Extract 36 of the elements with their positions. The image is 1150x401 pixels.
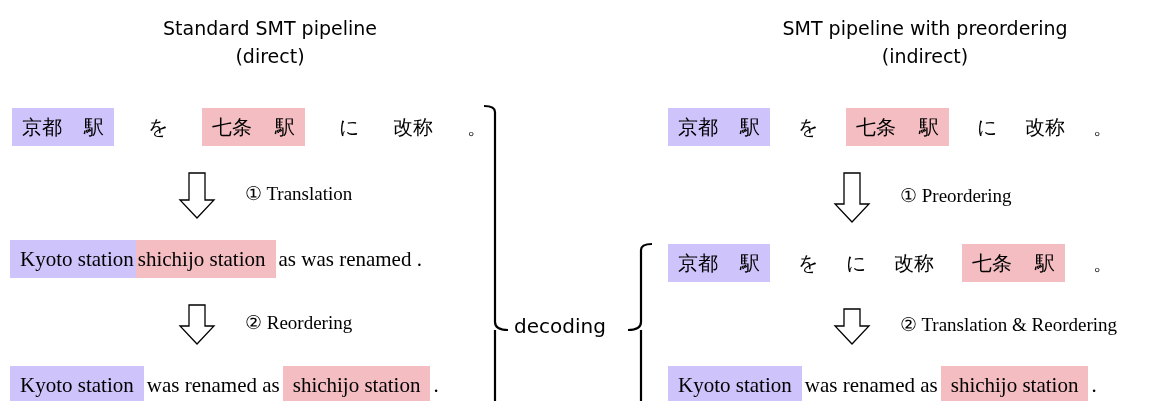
highlighted-phrase: 七条 駅 [962,244,1065,282]
word: 改称 [894,249,935,277]
hollow-arrow [833,308,871,345]
word: 。 [466,113,487,141]
column-title: Standard SMT pipeline (direct) [162,16,378,69]
word: as was renamed . [277,245,423,273]
word: 改称 [392,113,433,141]
word: を [148,113,169,141]
highlighted-phrase: Kyoto station [10,240,136,278]
word: 改称 [1024,113,1065,141]
column-title: SMT pipeline with preordering (indirect) [781,16,1069,69]
word: に [338,113,359,141]
highlighted-phrase: 京都 駅 [668,244,771,282]
bracket-label: decoding [514,313,607,340]
hollow-arrow [178,172,216,219]
word: に [976,113,997,141]
word: 。 [1092,113,1113,141]
highlighted-phrase: shichijo station [135,240,276,278]
word: を [798,113,819,141]
word: を [798,249,819,277]
hollow-arrow [833,172,871,223]
highlighted-phrase: shichijo station [282,366,431,401]
word: was renamed as [803,371,939,399]
word: . [1090,371,1098,399]
word: 。 [1092,249,1113,277]
word: に [846,249,867,277]
highlighted-phrase: Kyoto station [668,366,802,401]
highlighted-phrase: 七条 駅 [202,108,305,146]
highlighted-phrase: 京都 駅 [12,108,115,146]
highlighted-phrase: 京都 駅 [668,108,771,146]
highlighted-phrase: Kyoto station [10,366,144,401]
word: was renamed as [145,371,281,399]
highlighted-phrase: 七条 駅 [846,108,949,146]
highlighted-phrase: shichijo station [940,366,1089,401]
hollow-arrow [178,304,216,345]
word: . [432,371,440,399]
